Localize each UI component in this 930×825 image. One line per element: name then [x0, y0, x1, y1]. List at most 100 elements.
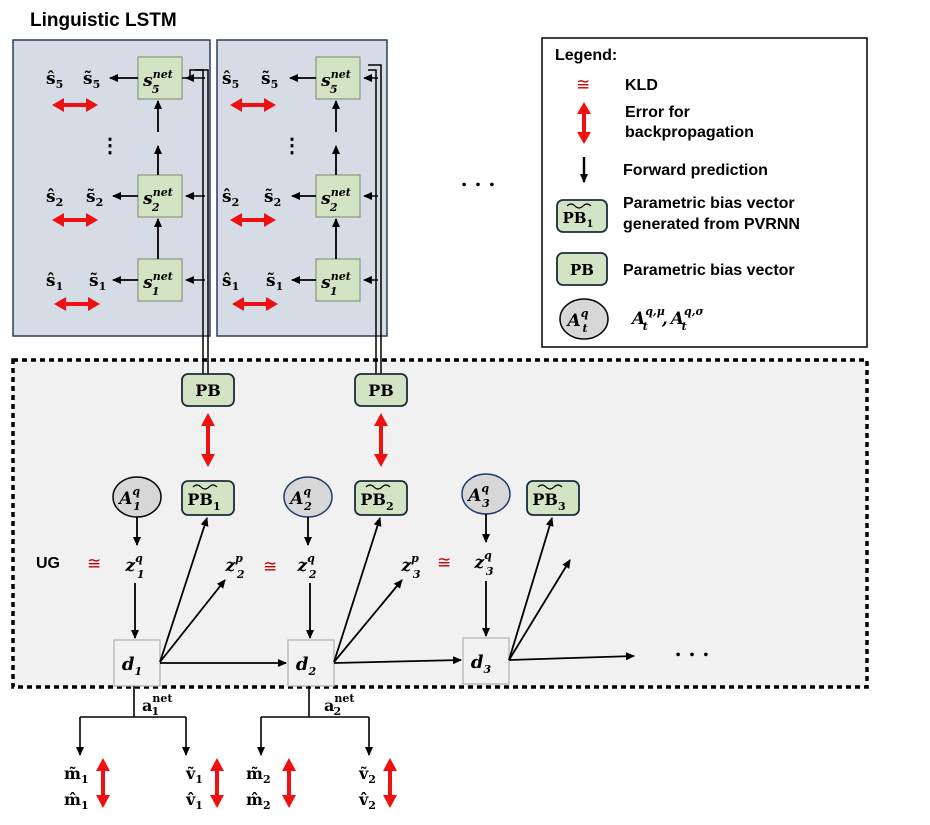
net-node-1-5	[137, 56, 183, 100]
pbt-node-2	[354, 480, 408, 516]
m-hat-1: m̂1	[64, 790, 89, 812]
s-hat-2-1: ŝ1	[222, 271, 239, 293]
pb-node-2-label: PB	[368, 381, 394, 400]
error-arrow-p2-1	[232, 297, 278, 311]
arrow-d2-pbt2	[333, 517, 382, 663]
s-tilde-2-5: s̃5	[261, 69, 278, 91]
net-node-1-2	[137, 174, 183, 218]
kld-ug-3: ≅	[437, 553, 451, 573]
legend-forward-label: Forward prediction	[623, 162, 768, 179]
pb-feed-2	[363, 64, 382, 374]
error-arrow-p2-5	[230, 98, 276, 112]
v-tilde-1: ṽ1	[185, 764, 203, 786]
arrow-d1-zp2	[159, 579, 226, 663]
arrow-d2-d3	[333, 656, 462, 665]
legend-pb-gen-icon	[556, 199, 608, 233]
pbt-node-3-tilde	[537, 484, 563, 490]
kld-ug-1: ≅	[87, 554, 101, 574]
d-node-3-label: d3	[471, 652, 492, 676]
ug-label: UG	[36, 555, 60, 572]
error-arrow-p1-2	[52, 213, 98, 227]
arrow-d3-pbt3	[508, 517, 554, 661]
pbt-node-1	[181, 480, 235, 516]
error-arrow-out-m1	[96, 758, 110, 808]
m-tilde-2: m̃2	[246, 764, 271, 786]
s-tilde-2-1: s̃1	[266, 271, 283, 293]
arrow-d2-zp3	[333, 579, 403, 663]
m-tilde-1: m̃1	[64, 764, 89, 786]
ug-area	[11, 358, 869, 689]
legend-pb-icon	[556, 252, 608, 286]
pb-node-1	[181, 373, 235, 407]
s-hat-2-2: ŝ2	[222, 187, 239, 209]
legend-heading: Legend:	[555, 47, 617, 64]
output-tree-2	[257, 686, 373, 756]
v-hat-1: v̂1	[185, 790, 203, 812]
net-node-2-1	[315, 258, 361, 302]
legend-error-arrow-icon	[577, 102, 591, 144]
legend-pb-gen-label-1: Parametric bias vector	[623, 195, 795, 212]
error-arrow-out-m2	[282, 758, 296, 808]
error-arrow-p1-5	[52, 98, 98, 112]
legend-pb-label: Parametric bias vector	[623, 262, 795, 279]
output-tree-1	[76, 686, 190, 756]
s-hat-1-5: ŝ5	[46, 69, 63, 91]
v-tilde-2: ṽ2	[358, 764, 376, 786]
kld-ug-2: ≅	[263, 557, 277, 577]
lstm-panel-2	[216, 39, 388, 337]
arrow-d3-zp4	[508, 559, 571, 661]
legend-box	[541, 37, 868, 348]
s-tilde-1-1: s̃1	[89, 271, 106, 293]
lstm-panel-2-bg	[216, 39, 388, 337]
pbt-node-3	[526, 480, 580, 516]
vdots-p2: ⋮	[282, 133, 302, 157]
legend-a-icon	[559, 298, 609, 340]
vdots-p1: ⋮	[100, 133, 120, 157]
legend-pb-gen-label-2: generated from PVRNN	[623, 216, 800, 233]
legend-kld-symbol: ≅	[576, 75, 590, 95]
net-node-2-2	[315, 174, 361, 218]
s-hat-2-5: ŝ5	[222, 69, 239, 91]
arrow-d1-pbt1	[159, 517, 209, 663]
error-arrow-out-v2	[383, 758, 397, 808]
hdots-lstm: . . .	[461, 167, 496, 191]
pbt-node-3-label: PB3	[532, 490, 565, 513]
s-hat-1-2: ŝ2	[46, 187, 63, 209]
diagram-title: Linguistic LSTM	[30, 10, 177, 31]
error-arrow-pb-1	[201, 413, 215, 467]
pb-node-2	[354, 373, 408, 407]
m-hat-2: m̂2	[246, 790, 271, 812]
error-arrow-p2-2	[230, 213, 276, 227]
d-node-3	[462, 637, 510, 685]
legend-error-label-1: Error for	[625, 104, 690, 121]
s-hat-1-1: ŝ1	[46, 271, 63, 293]
error-arrow-p1-1	[54, 297, 100, 311]
s-tilde-1-2: s̃2	[86, 187, 103, 209]
d-node-2-label: d2	[296, 654, 317, 678]
net-node-1-1	[137, 258, 183, 302]
d-node-1-label: d1	[122, 654, 142, 678]
pbt-node-2-label: PB2	[360, 490, 393, 513]
legend-kld-label: KLD	[625, 77, 658, 94]
error-arrow-out-v1	[210, 758, 224, 808]
legend-error-label-2: backpropagation	[625, 124, 754, 141]
legend-pb-gen-symbol: PB1	[563, 209, 594, 230]
